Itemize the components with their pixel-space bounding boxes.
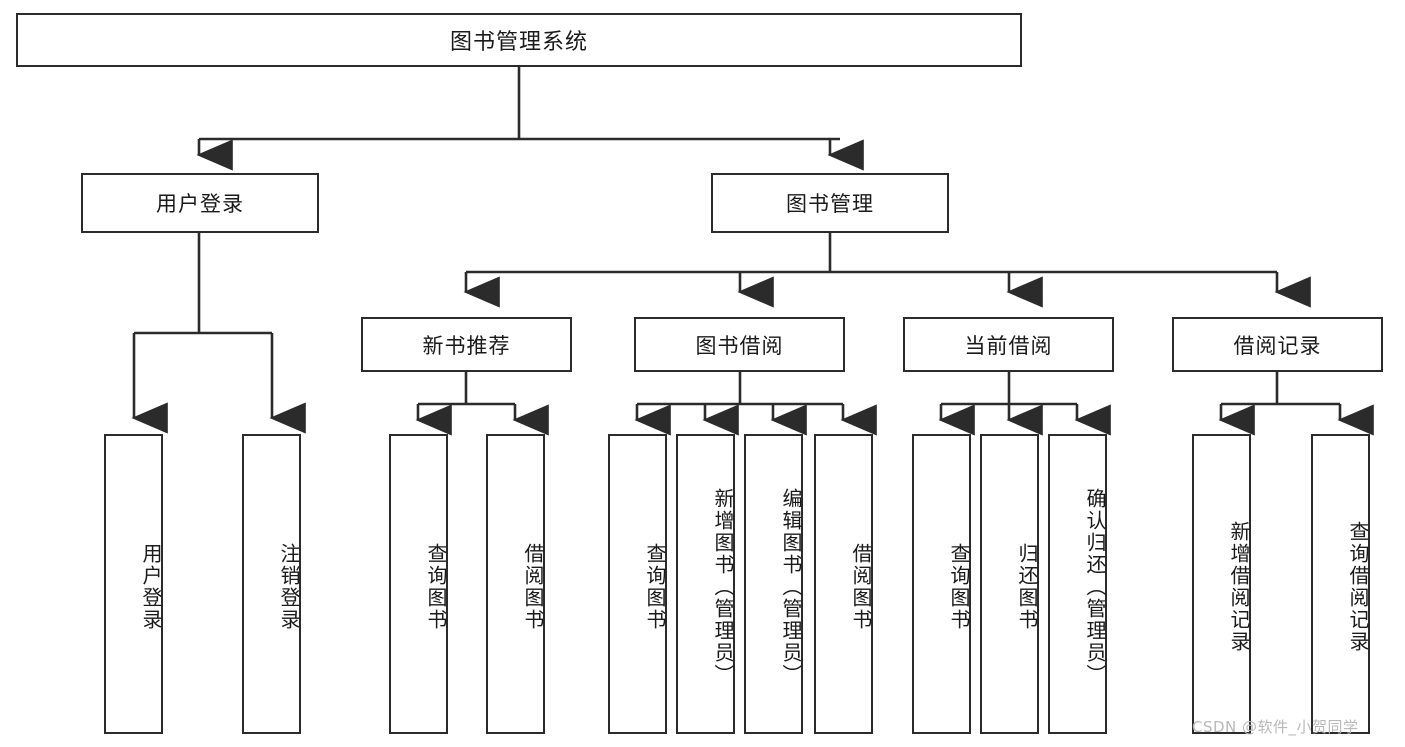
node-label: 查询图书 xyxy=(643,543,667,631)
node-label: 查询借阅记录 xyxy=(1346,521,1370,653)
leaf-borrow-borrow-book[interactable]: 借阅图书 xyxy=(814,434,873,734)
leaf-borrow-add-book-admin[interactable]: 新增图书（管理员） xyxy=(676,434,735,734)
leaf-user-logout[interactable]: 注销登录 xyxy=(242,434,301,734)
node-label: 注销登录 xyxy=(277,543,301,631)
leaf-recommend-query-book[interactable]: 查询图书 xyxy=(389,434,448,734)
node-label: 新书推荐 xyxy=(422,333,511,358)
leaf-current-confirm-return-admin[interactable]: 确认归还（管理员） xyxy=(1048,434,1107,734)
leaf-record-query-record[interactable]: 查询借阅记录 xyxy=(1311,434,1370,734)
leaf-borrow-query-book[interactable]: 查询图书 xyxy=(608,434,667,734)
node-label: 用户登录 xyxy=(156,192,244,216)
node-label: 图书借阅 xyxy=(695,333,784,358)
node-label: 新增借阅记录 xyxy=(1227,521,1251,653)
node-root-system[interactable]: 图书管理系统 xyxy=(16,13,1022,67)
leaf-borrow-edit-book-admin[interactable]: 编辑图书（管理员） xyxy=(744,434,803,734)
node-label: 新增图书（管理员） xyxy=(711,488,735,686)
csdn-watermark: CSDN @软件_小贺同学 xyxy=(1192,718,1359,736)
leaf-recommend-borrow-book[interactable]: 借阅图书 xyxy=(486,434,545,734)
leaf-current-query-book[interactable]: 查询图书 xyxy=(912,434,971,734)
node-label: 确认归还（管理员） xyxy=(1083,488,1107,686)
node-borrow-record[interactable]: 借阅记录 xyxy=(1172,317,1383,372)
node-label: 查询图书 xyxy=(947,543,971,631)
node-label: 当前借阅 xyxy=(964,333,1053,358)
node-current-borrow[interactable]: 当前借阅 xyxy=(903,317,1114,372)
node-label: 编辑图书（管理员） xyxy=(779,488,803,686)
node-book-borrow[interactable]: 图书借阅 xyxy=(634,317,845,372)
node-user-login[interactable]: 用户登录 xyxy=(81,173,319,233)
node-label: 借阅图书 xyxy=(521,543,545,631)
node-label: 图书管理 xyxy=(786,192,874,216)
node-label: 借阅图书 xyxy=(849,543,873,631)
node-label: 用户登录 xyxy=(139,543,163,631)
node-label: 查询图书 xyxy=(424,543,448,631)
leaf-record-add-record[interactable]: 新增借阅记录 xyxy=(1192,434,1251,734)
leaf-current-return-book[interactable]: 归还图书 xyxy=(980,434,1039,734)
node-label: 借阅记录 xyxy=(1233,333,1322,358)
node-label: 归还图书 xyxy=(1015,543,1039,631)
leaf-user-login[interactable]: 用户登录 xyxy=(104,434,163,734)
node-book-management[interactable]: 图书管理 xyxy=(711,173,949,233)
node-new-book-recommend[interactable]: 新书推荐 xyxy=(361,317,572,372)
node-label: 图书管理系统 xyxy=(449,30,588,55)
